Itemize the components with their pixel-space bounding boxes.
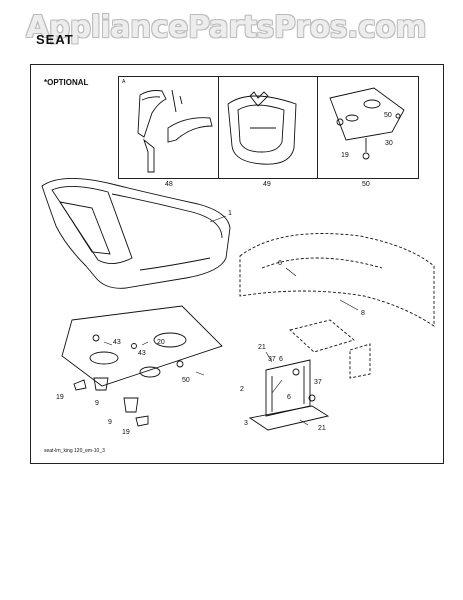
callout-label: 6 bbox=[279, 356, 283, 363]
callout-label: 1 bbox=[228, 210, 232, 217]
optional-box-seat-plate bbox=[317, 76, 419, 179]
callout-label: 30 bbox=[385, 140, 393, 147]
seat-cover-drawing bbox=[227, 91, 297, 165]
callout-label: 19 bbox=[341, 152, 349, 159]
fender-drawing bbox=[239, 233, 435, 379]
optional-note: *OPTIONAL bbox=[44, 78, 89, 87]
callout-label: 8 bbox=[361, 310, 365, 317]
callout-label: 21 bbox=[258, 344, 266, 351]
diagram-frame bbox=[30, 64, 444, 464]
section-title: SEAT bbox=[36, 32, 74, 47]
box-marker: A bbox=[122, 79, 126, 85]
callout-label: 37 bbox=[314, 379, 322, 386]
callout-label: 49 bbox=[263, 181, 271, 188]
seat-plate-drawing bbox=[329, 87, 405, 160]
callout-label: 48 bbox=[165, 181, 173, 188]
pivot-bracket-drawing bbox=[248, 359, 330, 431]
callout-label: 9 bbox=[95, 400, 99, 407]
callout-label: 19 bbox=[122, 429, 130, 436]
callout-label: 6 bbox=[278, 260, 282, 267]
callout-label: 3 bbox=[244, 420, 248, 427]
callout-label: 20 bbox=[157, 339, 165, 346]
seat-drawing bbox=[41, 178, 231, 289]
leader-lines bbox=[103, 215, 359, 426]
bumpers-drawing bbox=[73, 377, 149, 427]
callout-label: 6 bbox=[287, 394, 291, 401]
callout-label: 9 bbox=[108, 419, 112, 426]
callout-label: 50 bbox=[362, 181, 370, 188]
watermark: AppliancePartsPros.com bbox=[26, 10, 427, 45]
drawing-code: seat-lrn_king 120_em-10_3 bbox=[44, 448, 105, 454]
callout-label: 50 bbox=[182, 377, 190, 384]
callout-label: 19 bbox=[56, 394, 64, 401]
lower-seat-plate-drawing bbox=[61, 305, 223, 387]
callout-label: 50 bbox=[384, 112, 392, 119]
optional-box-seat-cover bbox=[218, 76, 320, 179]
callout-label: 2 bbox=[240, 386, 244, 393]
callout-label: 21 bbox=[318, 425, 326, 432]
callout-label: 43 bbox=[138, 350, 146, 357]
armrest-drawing bbox=[137, 89, 213, 173]
callout-label: 37 bbox=[268, 356, 276, 363]
callout-label: 43 bbox=[113, 339, 121, 346]
